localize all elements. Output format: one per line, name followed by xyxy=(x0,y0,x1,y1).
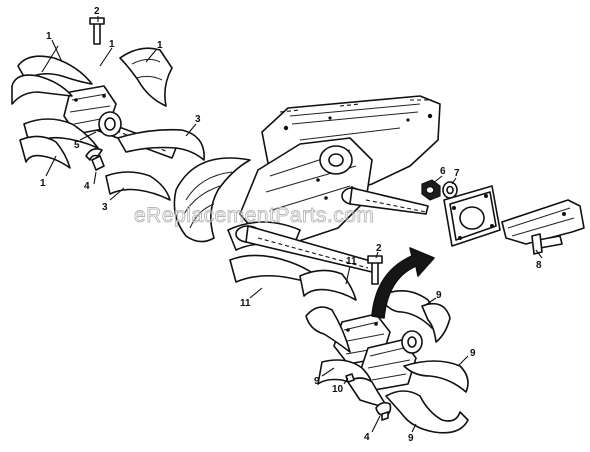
callout-8: 8 xyxy=(536,260,542,271)
callout-4: 4 xyxy=(84,181,90,192)
callout-6: 6 xyxy=(440,166,446,177)
leader-lines xyxy=(41,16,543,433)
callout-5: 5 xyxy=(74,140,80,151)
callout-1: 1 xyxy=(40,178,46,189)
callout-9: 9 xyxy=(436,290,442,301)
callout-9: 9 xyxy=(408,433,414,444)
callout-9: 9 xyxy=(314,376,320,387)
callout-11: 11 xyxy=(346,256,357,267)
mount-plate-group xyxy=(371,179,585,319)
callout-1: 1 xyxy=(109,39,115,50)
callout-2: 2 xyxy=(94,6,100,17)
left-tine-group xyxy=(11,17,205,201)
callout-2: 2 xyxy=(376,243,382,254)
right-tine-group xyxy=(229,254,469,434)
callout-7: 7 xyxy=(454,168,460,179)
callout-4: 4 xyxy=(364,432,370,443)
callout-labels: 1 1 1 1 2 2 3 3 4 4 5 6 7 8 9 9 9 9 10 1… xyxy=(40,6,542,444)
callout-9: 9 xyxy=(470,348,476,359)
callout-11: 11 xyxy=(240,298,251,309)
callout-1: 1 xyxy=(46,31,52,42)
callout-1: 1 xyxy=(157,40,163,51)
callout-3: 3 xyxy=(102,202,108,213)
watermark-text: eReplacementParts.com xyxy=(134,204,374,227)
callout-10: 10 xyxy=(332,384,344,395)
callout-3: 3 xyxy=(195,114,201,125)
